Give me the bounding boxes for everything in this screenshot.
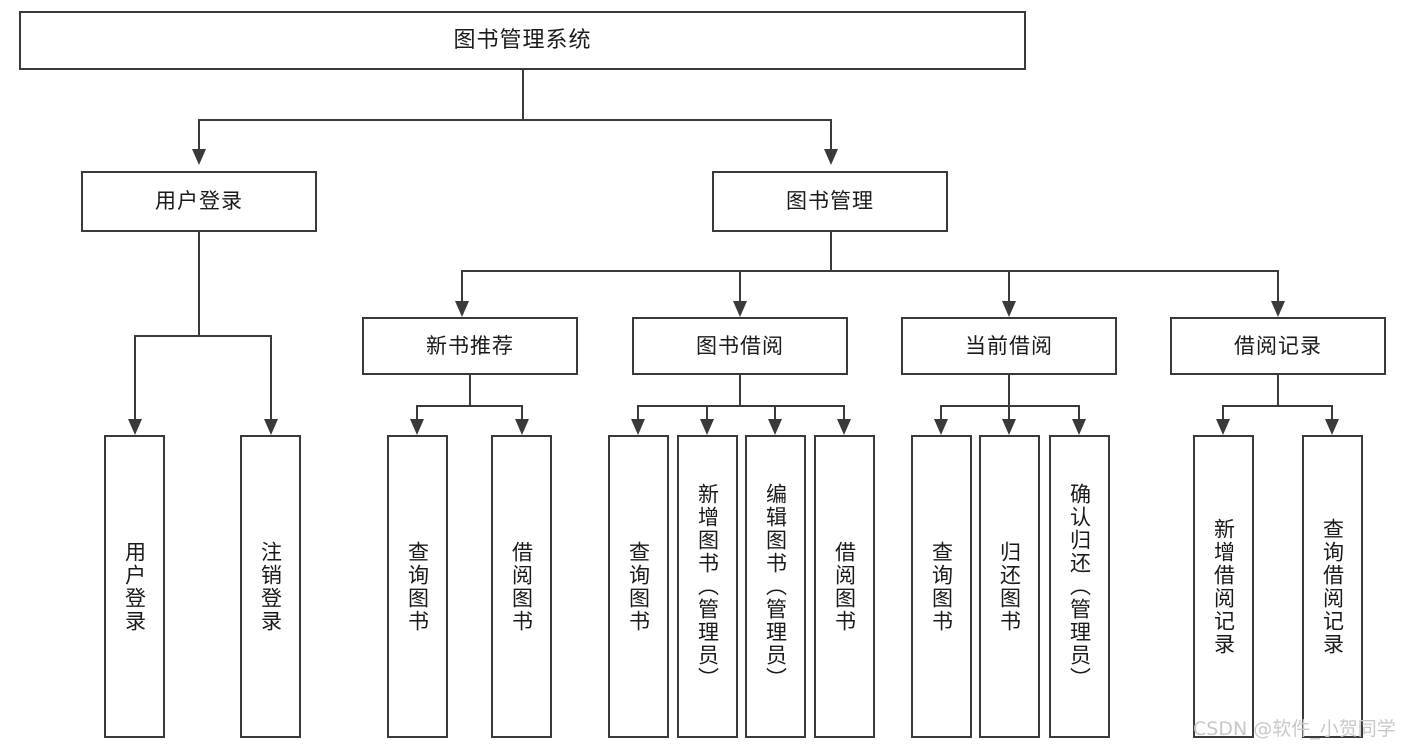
connector-drop-user-login-leaf-2 <box>270 335 272 419</box>
connector-book-borrow-bus <box>637 405 845 407</box>
leaf-book-borrow-borrow-book[interactable]: 借阅图书 <box>814 435 875 738</box>
connector-new-book-recommend-bus <box>416 405 523 407</box>
node-label: 查询图书 <box>626 540 651 633</box>
leaf-current-borrow-confirm-return[interactable]: 确认归还（管理员） <box>1049 435 1110 738</box>
node-label: 图书借阅 <box>696 333 784 358</box>
connector-drop-bb-leaf-4 <box>843 405 845 419</box>
node-current-borrow[interactable]: 当前借阅 <box>901 317 1117 375</box>
node-label: 用户登录 <box>122 540 147 633</box>
node-label: 新书推荐 <box>426 333 514 358</box>
connector-drop-nbr-leaf-2 <box>521 405 523 419</box>
connector-level1-bus <box>198 119 832 121</box>
leaf-user-login-logout[interactable]: 注销登录 <box>240 435 301 738</box>
connector-drop-bb-leaf-1 <box>637 405 639 419</box>
leaf-book-borrow-add-book[interactable]: 新增图书（管理员） <box>677 435 738 738</box>
node-label: 编辑图书（管理员） <box>763 483 788 690</box>
node-user-login[interactable]: 用户登录 <box>81 171 317 232</box>
node-book-management[interactable]: 图书管理 <box>712 171 948 232</box>
leaf-book-borrow-edit-book[interactable]: 编辑图书（管理员） <box>745 435 806 738</box>
arrowhead-new-book-recommend <box>455 301 469 317</box>
node-label: 查询图书 <box>405 540 430 633</box>
arrowhead-cb-leaf-2 <box>1002 419 1016 435</box>
node-label: 查询图书 <box>929 540 954 633</box>
arrowhead-cb-leaf-3 <box>1072 419 1086 435</box>
node-label: 借阅图书 <box>509 540 534 633</box>
node-label: 图书管理系统 <box>453 27 592 53</box>
connector-borrow-record-stem <box>1277 375 1279 406</box>
node-label: 新增图书（管理员） <box>695 483 720 690</box>
arrowhead-book-management <box>824 149 838 165</box>
arrowhead-cb-leaf-1 <box>934 419 948 435</box>
arrowhead-nbr-leaf-1 <box>410 419 424 435</box>
connector-current-borrow-stem <box>1008 375 1010 406</box>
connector-drop-new-book-recommend <box>461 270 463 302</box>
node-label: 借阅记录 <box>1234 333 1322 358</box>
arrowhead-bb-leaf-2 <box>700 419 714 435</box>
node-label: 图书管理 <box>786 189 874 214</box>
connector-drop-borrow-record <box>1277 270 1279 302</box>
arrowhead-user-login-leaf-1 <box>128 419 142 435</box>
connector-drop-br-leaf-1 <box>1222 405 1224 419</box>
connector-drop-cb-leaf-1 <box>940 405 942 419</box>
connector-root-stem <box>522 70 524 120</box>
connector-current-borrow-bus <box>940 405 1080 407</box>
node-label: 归还图书 <box>997 540 1022 633</box>
connector-user-login-bus <box>134 335 272 337</box>
arrowhead-bb-leaf-1 <box>631 419 645 435</box>
node-new-book-recommend[interactable]: 新书推荐 <box>362 317 578 375</box>
leaf-borrow-record-add-record[interactable]: 新增借阅记录 <box>1193 435 1254 738</box>
connector-drop-book-management <box>830 119 832 149</box>
connector-drop-book-borrow <box>739 270 741 302</box>
connector-book-management-stem <box>830 232 832 271</box>
connector-drop-nbr-leaf-1 <box>416 405 418 419</box>
connector-drop-user-login <box>198 119 200 149</box>
connector-user-login-stem <box>198 232 200 336</box>
node-label: 查询借阅记录 <box>1320 517 1345 656</box>
leaf-borrow-record-query-record[interactable]: 查询借阅记录 <box>1302 435 1363 738</box>
leaf-new-book-recommend-borrow-book[interactable]: 借阅图书 <box>491 435 552 738</box>
leaf-current-borrow-return-book[interactable]: 归还图书 <box>979 435 1040 738</box>
connector-drop-br-leaf-2 <box>1331 405 1333 419</box>
leaf-book-borrow-query-book[interactable]: 查询图书 <box>608 435 669 738</box>
arrowhead-current-borrow <box>1002 301 1016 317</box>
node-label: 新增借阅记录 <box>1211 517 1236 656</box>
node-label: 当前借阅 <box>965 333 1053 358</box>
leaf-user-login-login[interactable]: 用户登录 <box>104 435 165 738</box>
node-label: 用户登录 <box>155 189 243 214</box>
node-label: 借阅图书 <box>832 540 857 633</box>
connector-drop-bb-leaf-2 <box>706 405 708 419</box>
connector-new-book-recommend-stem <box>469 375 471 406</box>
arrowhead-book-borrow <box>733 301 747 317</box>
connector-drop-current-borrow <box>1008 270 1010 302</box>
arrowhead-br-leaf-2 <box>1325 419 1339 435</box>
leaf-current-borrow-query-book[interactable]: 查询图书 <box>911 435 972 738</box>
connector-level2-bus <box>461 270 1279 272</box>
node-borrow-record[interactable]: 借阅记录 <box>1170 317 1386 375</box>
connector-drop-bb-leaf-3 <box>774 405 776 419</box>
arrowhead-nbr-leaf-2 <box>515 419 529 435</box>
arrowhead-bb-leaf-3 <box>768 419 782 435</box>
connector-drop-user-login-leaf-1 <box>134 335 136 419</box>
connector-drop-cb-leaf-3 <box>1078 405 1080 419</box>
arrowhead-br-leaf-1 <box>1216 419 1230 435</box>
connector-drop-cb-leaf-2 <box>1008 405 1010 419</box>
arrowhead-user-login-leaf-2 <box>264 419 278 435</box>
arrowhead-bb-leaf-4 <box>837 419 851 435</box>
node-label: 确认归还（管理员） <box>1067 483 1092 690</box>
connector-borrow-record-bus <box>1222 405 1333 407</box>
node-root-book-management-system[interactable]: 图书管理系统 <box>19 11 1026 70</box>
csdn-watermark: CSDN @软件_小贺同学 <box>1193 718 1396 740</box>
arrowhead-borrow-record <box>1271 301 1285 317</box>
node-label: 注销登录 <box>258 540 283 633</box>
arrowhead-user-login <box>192 149 206 165</box>
node-book-borrow[interactable]: 图书借阅 <box>632 317 848 375</box>
connector-book-borrow-stem <box>739 375 741 406</box>
leaf-new-book-recommend-query-book[interactable]: 查询图书 <box>387 435 448 738</box>
